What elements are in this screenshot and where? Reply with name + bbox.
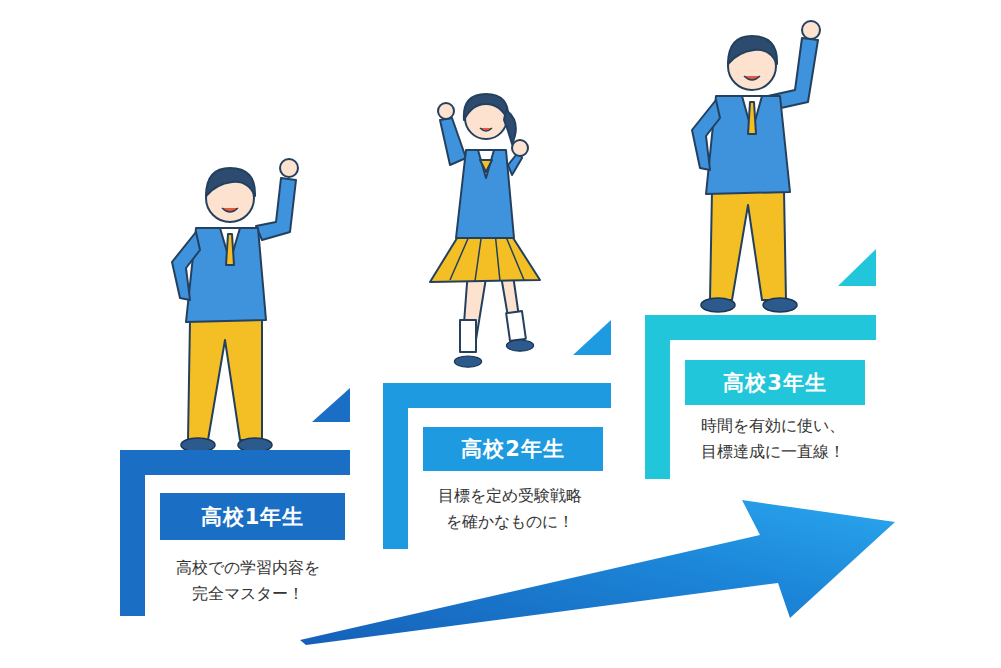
- grade-label: 高校2年生: [461, 435, 565, 463]
- corner-triangle: [573, 320, 611, 355]
- grade-band: 高校2年生: [423, 427, 603, 471]
- step-bracket: 時間を有効に使い、 目標達成に一直線！ 高校3年生: [645, 315, 876, 479]
- step-description: 目標を定め受験戦略 を確かなものに！: [408, 483, 611, 535]
- step-description: 時間を有効に使い、 目標達成に一直線！: [670, 413, 876, 465]
- step-shape: [120, 450, 350, 616]
- step-bracket: 高校での学習内容を 完全マスター！ 高校1年生: [120, 450, 350, 616]
- corner-triangle: [838, 249, 876, 286]
- grade-label: 高校3年生: [723, 369, 827, 397]
- step-shape: [383, 383, 611, 549]
- step-shape: [645, 315, 876, 479]
- student-girl: [430, 94, 540, 367]
- student-boy-3: [692, 21, 820, 312]
- grade-label: 高校1年生: [201, 503, 305, 531]
- grade-band: 高校3年生: [685, 360, 865, 405]
- student-boy-1: [172, 159, 298, 452]
- step-bracket: 目標を定め受験戦略 を確かなものに！ 高校2年生: [383, 383, 611, 549]
- step-description: 高校での学習内容を 完全マスター！: [145, 555, 350, 607]
- grade-band: 高校1年生: [160, 493, 345, 540]
- corner-triangle: [312, 388, 350, 422]
